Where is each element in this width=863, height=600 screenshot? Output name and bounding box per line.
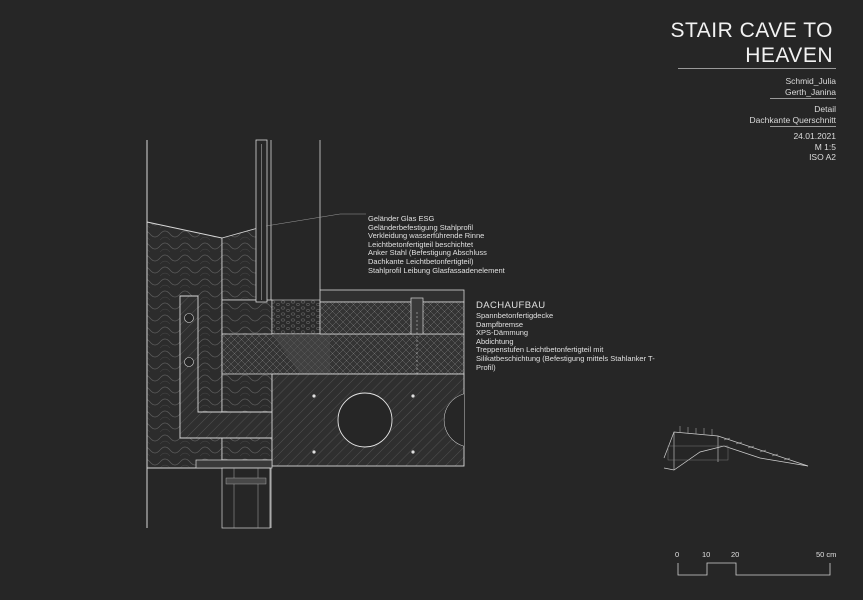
roof-heading: DACHAUFBAU — [476, 300, 546, 311]
author-2: Gerth_Janina — [784, 86, 836, 97]
scale-label-10: 10 — [702, 550, 711, 559]
screed-wedge — [272, 334, 330, 374]
sheet-format: ISO A2 — [809, 152, 836, 162]
sheet-date: 24.01.2021 — [793, 131, 836, 141]
sheet-type: Detail — [814, 104, 836, 114]
bolt-hole — [184, 357, 194, 367]
title-line-1: STAIR CAVE TO — [670, 19, 833, 42]
title-line-2: HEAVEN — [745, 44, 833, 67]
roof-layer-6: Silikatbeschichtung (Befestigung mittels… — [476, 353, 655, 363]
authors-rule — [770, 98, 836, 99]
roof-layer-3: XPS-Dämmung — [476, 328, 529, 338]
parapet-cap — [221, 227, 259, 301]
label-railing-mount: Geländerbefestigung Stahlprofil — [368, 222, 474, 232]
info-block: 24.01.2021 M 1:5 ISO A2 — [793, 131, 836, 163]
sheet-block: Detail Dachkante Querschnitt — [750, 104, 836, 125]
label-gutter: Verkleidung wasserführende Rinne — [368, 231, 485, 241]
scale-label-0: 0 — [675, 550, 680, 559]
author-1: Schmid_Julia — [785, 76, 836, 86]
step-body — [319, 301, 465, 335]
label-steel-profile: Stahlprofil Leibung Glasfassadenelement — [368, 265, 505, 275]
hollow-core-slab — [271, 373, 465, 467]
label-precast: Leichtbetonfertigteil beschichtet — [368, 239, 474, 249]
roof-labels: DACHAUFBAU Spannbetonfertigdecke Dampfbr… — [476, 300, 655, 372]
authors-block: Schmid_Julia Gerth_Janina — [785, 76, 836, 97]
roof-layer-5: Treppenstufen Leichtbetonfertigteil mit — [476, 345, 604, 355]
upper-labels: Geländer Glas ESG Geländerbefestigung St… — [368, 214, 505, 275]
step-top — [319, 289, 465, 303]
scale-bar — [677, 562, 831, 576]
roof-layer-1: Spannbetonfertigdecke — [476, 311, 554, 320]
project-title: STAIR CAVE TO HEAVEN — [671, 18, 833, 68]
label-roof-edge: Dachkante Leichtbetonfertigteil) — [368, 256, 474, 266]
facade-sill — [195, 459, 273, 469]
overview-thumbnail — [663, 426, 809, 471]
roof-layer-2: Dampfbremse — [476, 319, 524, 329]
roof-layer-4: Abdichtung — [476, 336, 514, 346]
roof-layer-7: Profil) — [476, 362, 496, 372]
sheet-subject: Dachkante Querschnitt — [749, 114, 836, 125]
label-anchor: Anker Stahl (Befestigung Abschluss — [368, 248, 487, 258]
sheet-scale: M 1:5 — [814, 141, 836, 152]
label-glass: Geländer Glas ESG — [368, 214, 435, 223]
title-rule — [678, 68, 836, 69]
drainage-gravel — [271, 299, 321, 335]
sheet-rule — [770, 126, 836, 127]
scale-label-20: 20 — [731, 550, 740, 559]
slab-void — [337, 392, 393, 448]
screed-layer — [221, 333, 465, 375]
facade-profile — [221, 467, 271, 529]
bolt-hole — [184, 313, 194, 323]
scale-label-50: 50 cm — [816, 550, 837, 559]
